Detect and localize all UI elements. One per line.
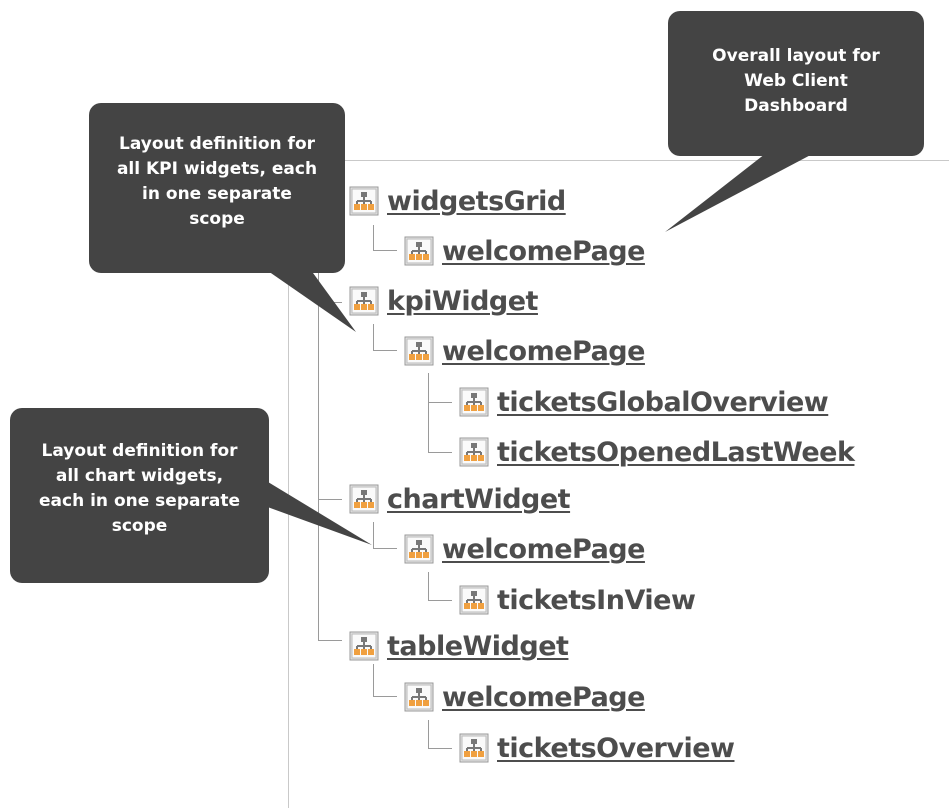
callout-pointer-layout — [665, 150, 820, 232]
tree-node-kpi-widget[interactable]: kpiWidget — [349, 284, 538, 318]
tree-connector-table-child-h — [428, 748, 452, 749]
tree-node-tickets-in-view[interactable]: ticketsInView — [459, 583, 696, 617]
layout-hierarchy-icon — [349, 186, 379, 216]
layout-hierarchy-icon — [404, 534, 434, 564]
layout-hierarchy-icon — [349, 484, 379, 514]
layout-hierarchy-icon — [459, 585, 489, 615]
tree-connector-table — [318, 640, 342, 641]
tree-node-chart-welcome[interactable]: welcomePage — [404, 532, 645, 566]
layout-hierarchy-icon — [459, 733, 489, 763]
tree-node-tickets-global-overview[interactable]: ticketsGlobalOverview — [459, 385, 829, 419]
tree-connector-chart-welcome-h — [373, 548, 397, 549]
tree-connector-wg-h — [373, 250, 397, 251]
tree-node-table-widget[interactable]: tableWidget — [349, 629, 569, 663]
layout-hierarchy-icon — [404, 336, 434, 366]
tree-node-label[interactable]: ticketsInView — [497, 584, 696, 616]
tree-connector-kpi-child2 — [428, 452, 452, 453]
tree-node-label[interactable]: ticketsOverview — [497, 732, 735, 764]
tree-node-table-welcome[interactable]: welcomePage — [404, 680, 645, 714]
layout-hierarchy-icon — [404, 236, 434, 266]
callout-chart-line: Layout definition for — [41, 441, 238, 461]
layout-hierarchy-icon — [349, 286, 379, 316]
callout-layout-line: Overall layout for — [712, 46, 880, 66]
tree-connector-kpi-welcome — [373, 324, 374, 350]
callout-chart-line: each in one separate — [39, 491, 240, 511]
tree-connector-chart-child — [428, 572, 429, 600]
tree-node-widgets-grid[interactable]: widgetsGrid — [349, 184, 566, 218]
tree-connector-table-welcome — [373, 664, 374, 696]
tree-panel-border — [288, 160, 949, 808]
callout-chart: Layout definition for all chart widgets,… — [10, 408, 269, 583]
callout-layout: Overall layout for Web Client Dashboard — [668, 11, 924, 156]
tree-node-chart-widget[interactable]: chartWidget — [349, 482, 571, 516]
tree-connector-table-child — [428, 720, 429, 748]
tree-node-label[interactable]: kpiWidget — [387, 285, 538, 317]
tree-connector-kpi-children — [428, 373, 429, 452]
callout-chart-line: scope — [111, 516, 168, 536]
tree-node-label[interactable]: welcomePage — [442, 235, 645, 267]
tree-node-label[interactable]: ticketsOpenedLastWeek — [497, 436, 855, 468]
tree-node-label[interactable]: chartWidget — [387, 483, 571, 515]
callout-kpi: Layout definition for all KPI widgets, e… — [89, 103, 345, 273]
tree-node-label[interactable]: tableWidget — [387, 630, 569, 662]
tree-connector-chart-welcome — [373, 522, 374, 548]
layout-hierarchy-icon — [459, 437, 489, 467]
tree-node-kpi-welcome[interactable]: welcomePage — [404, 334, 645, 368]
tree-connector-chart — [318, 499, 342, 500]
layout-hierarchy-icon — [404, 682, 434, 712]
callout-kpi-line: Layout definition for — [118, 134, 316, 154]
callout-pointer-chart — [240, 465, 372, 545]
tree-connector-kpi-welcome-h — [373, 350, 397, 351]
tree-connector-table-welcome-h — [373, 696, 397, 697]
callout-pointer-kpi — [255, 262, 356, 332]
tree-node-label[interactable]: ticketsGlobalOverview — [497, 386, 829, 418]
callout-kpi-line: in one separate — [142, 184, 292, 204]
callout-kpi-line: all KPI widgets, each — [116, 159, 318, 179]
tree-connector-wg — [373, 225, 374, 250]
tree-node-label[interactable]: welcomePage — [442, 681, 645, 713]
tree-node-label[interactable]: widgetsGrid — [387, 185, 566, 217]
callout-kpi-line: scope — [189, 209, 245, 229]
tree-node-tickets-overview[interactable]: ticketsOverview — [459, 731, 735, 765]
tree-connector-root — [318, 270, 319, 640]
tree-node-tickets-opened-last-week[interactable]: ticketsOpenedLastWeek — [459, 435, 855, 469]
callout-layout-line: Dashboard — [744, 96, 848, 116]
tree-connector-kpi-child1 — [428, 402, 452, 403]
tree-connector-chart-child-h — [428, 600, 452, 601]
tree-node-widgets-grid-welcome[interactable]: welcomePage — [404, 234, 645, 268]
layout-hierarchy-icon — [349, 631, 379, 661]
tree-node-label[interactable]: welcomePage — [442, 533, 645, 565]
callout-layout-line: Web Client — [744, 71, 848, 91]
callout-chart-line: all chart widgets, — [55, 466, 224, 486]
tree-node-label[interactable]: welcomePage — [442, 335, 645, 367]
layout-hierarchy-icon — [459, 387, 489, 417]
